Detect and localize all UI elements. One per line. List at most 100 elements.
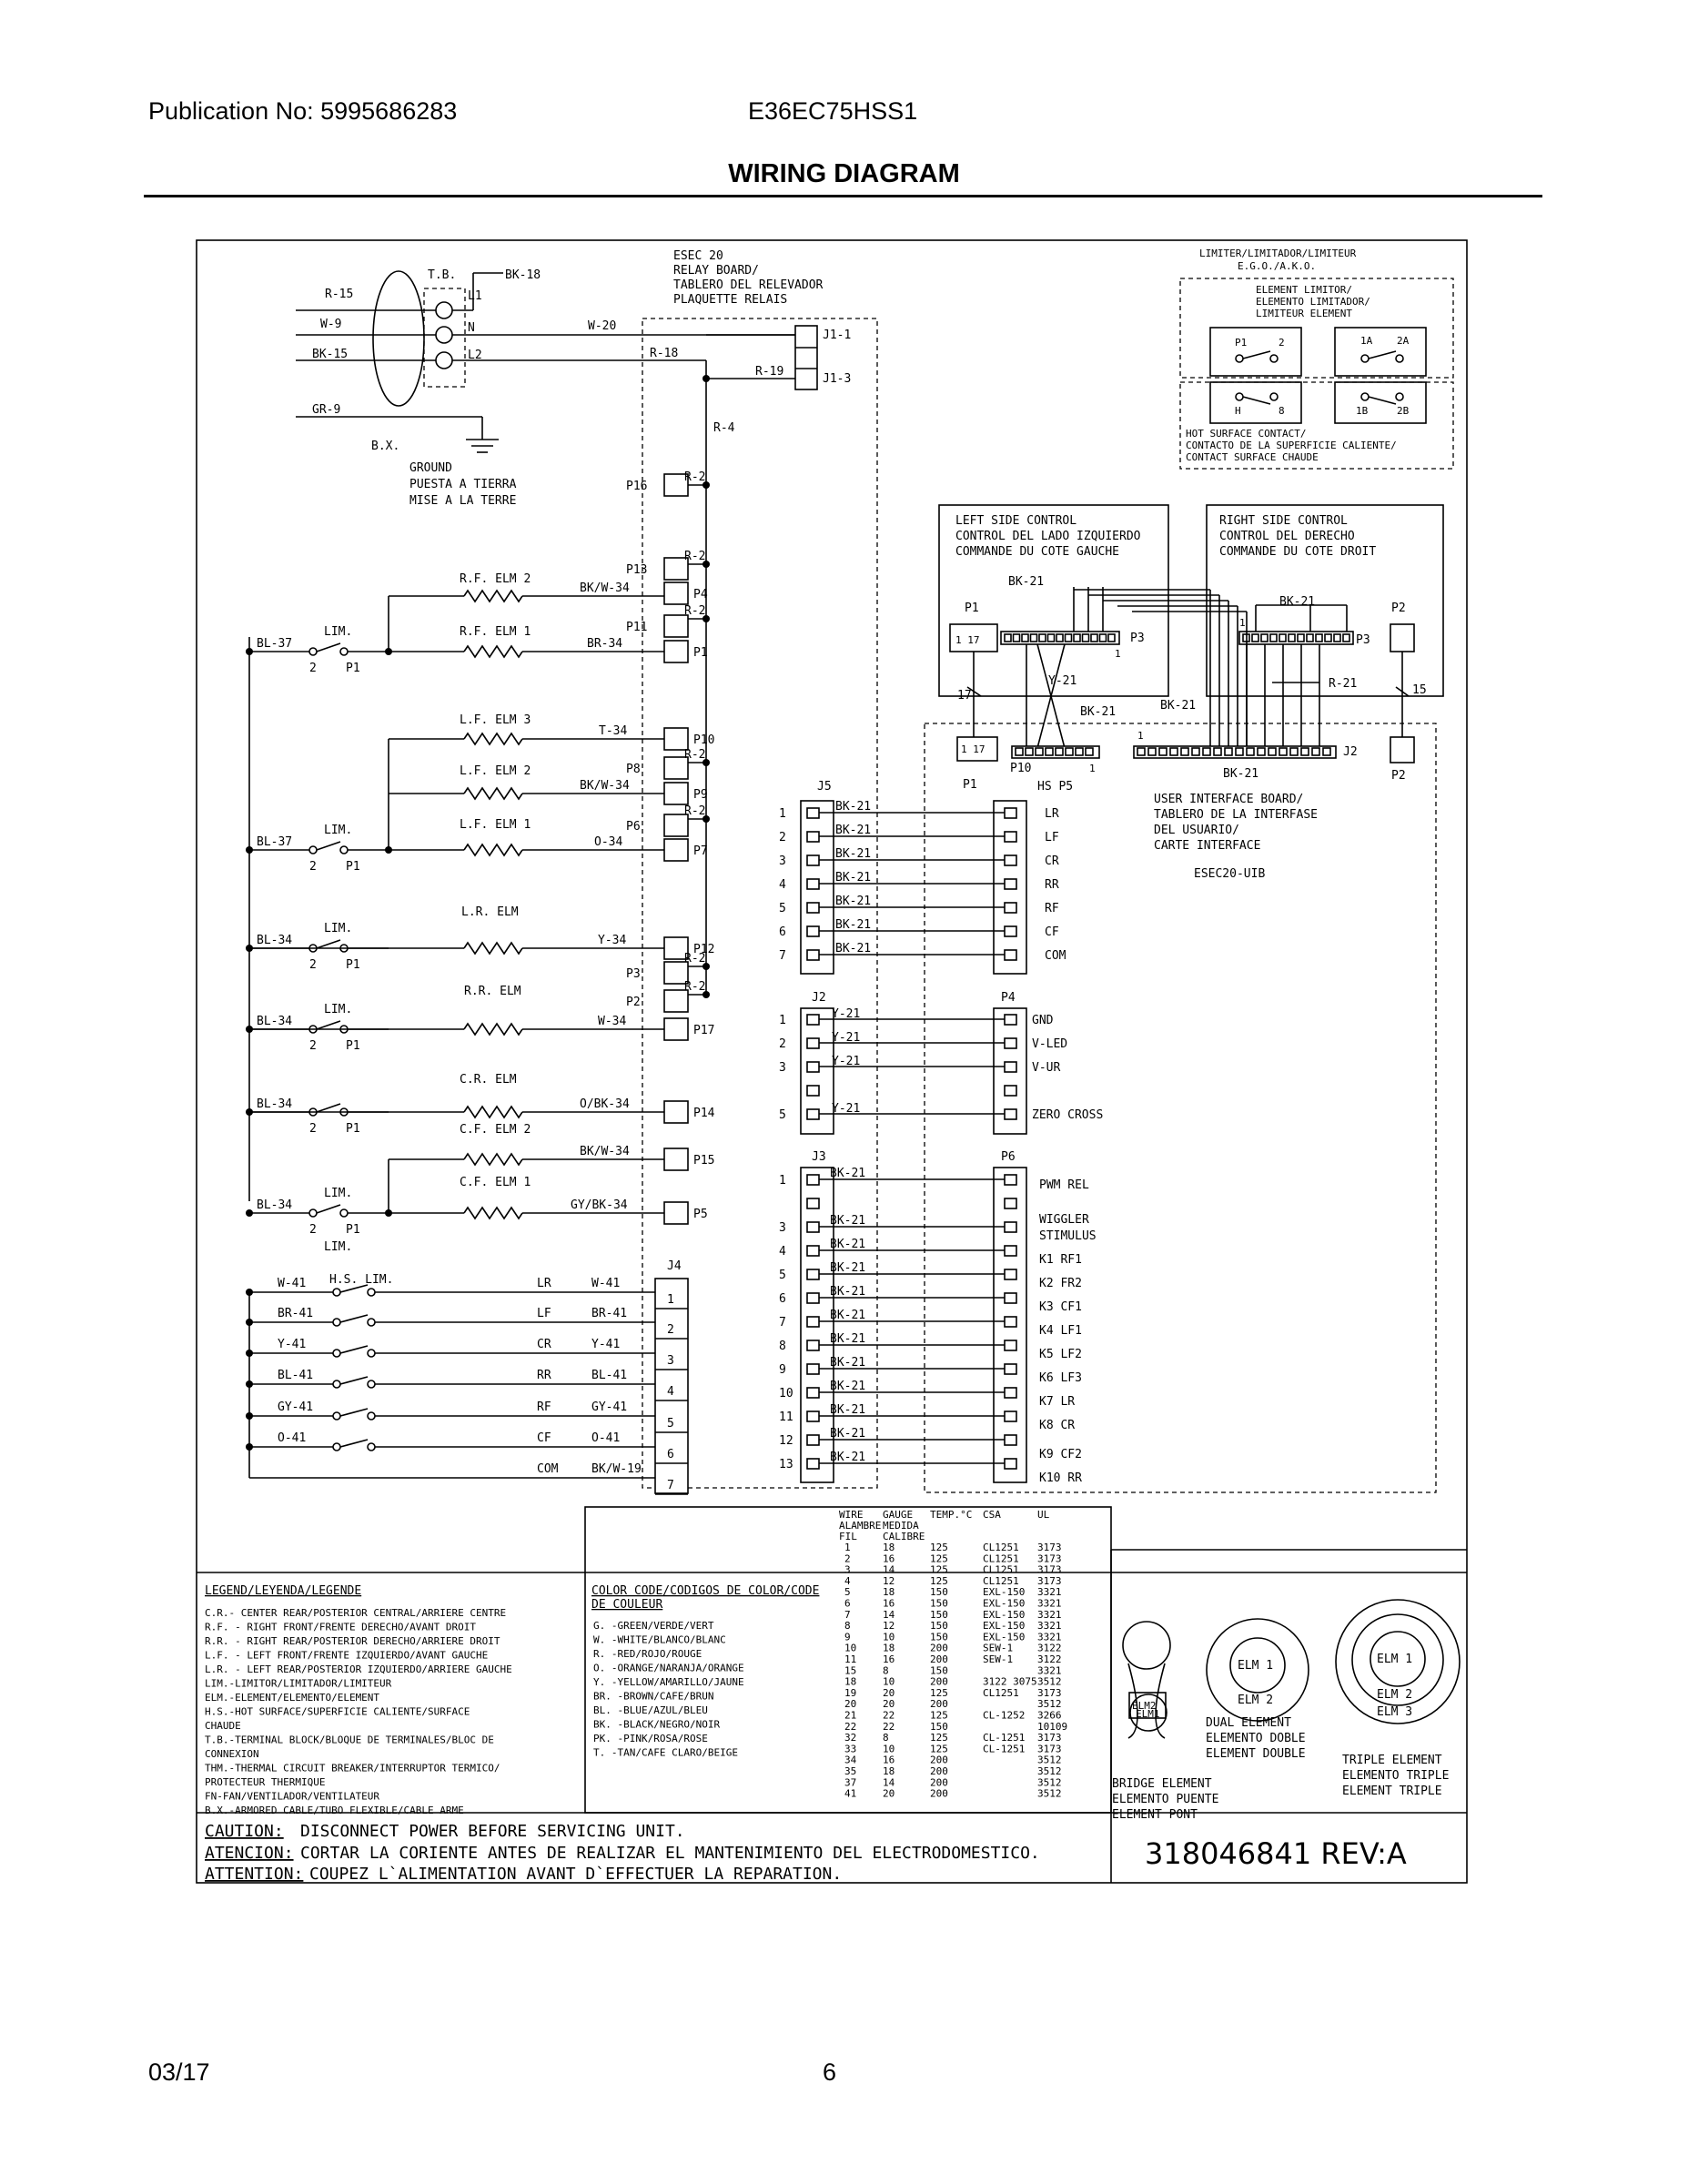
hs-wire-left: O-41 xyxy=(278,1431,306,1445)
svg-text:COMMANDE DU COTE GAUCHE: COMMANDE DU COTE GAUCHE xyxy=(955,545,1119,559)
wire-table-cell: 32 xyxy=(844,1732,856,1744)
element-label: L.F. ELM 3 xyxy=(460,713,531,727)
pin-box xyxy=(1004,902,1017,914)
wire-table-cell: 10 xyxy=(883,1676,895,1688)
wire-table-cell: 3512 xyxy=(1037,1788,1062,1800)
lim-pin-p1: P1 xyxy=(346,1223,360,1237)
pin-box xyxy=(1260,633,1269,642)
lim-label: LIM. xyxy=(324,1240,352,1254)
bk21-label: BK-21 xyxy=(830,1167,865,1180)
pin-box xyxy=(1004,1245,1017,1257)
hs-mid-label: RR xyxy=(537,1369,551,1382)
color-code-line: W. -WHITE/BLANCO/BLANC xyxy=(593,1634,726,1646)
pin-box xyxy=(1191,747,1200,756)
pin-box xyxy=(806,1292,820,1304)
wire-table-cell: CL1251 xyxy=(983,1575,1019,1587)
relay-pin-label: P7 xyxy=(693,844,708,858)
relay-pin-label: P11 xyxy=(626,621,647,634)
wire-table-header: ALAMBRE xyxy=(839,1520,881,1532)
color-code-line: PK. -PINK/ROSA/ROSE xyxy=(593,1733,708,1744)
pin-box xyxy=(1090,633,1098,642)
j4-pin: 5 xyxy=(667,1417,674,1431)
p5-label: COM xyxy=(1045,949,1066,963)
svg-text:2B: 2B xyxy=(1397,405,1410,417)
element-label: L.F. ELM 2 xyxy=(460,764,531,778)
relay-pin-label: P5 xyxy=(693,1208,708,1221)
wire-table-cell: 14 xyxy=(883,1609,895,1621)
wire-label: BK/W-34 xyxy=(580,779,630,793)
p5-label: CR xyxy=(1045,854,1059,868)
junction-dot xyxy=(702,815,710,823)
svg-text:ELEMENT LIMITOR/: ELEMENT LIMITOR/ xyxy=(1256,284,1352,296)
lim-pin-2: 2 xyxy=(309,1122,317,1136)
pin-box xyxy=(1073,633,1081,642)
svg-text:Y-21: Y-21 xyxy=(1048,674,1076,688)
wire-table-cell: 20 xyxy=(883,1698,895,1710)
wire-table-cell: 3 xyxy=(844,1564,851,1576)
pin-box xyxy=(1004,854,1017,866)
tb-label: T.B. xyxy=(428,268,456,282)
hs-wire-label: Y-41 xyxy=(591,1338,620,1351)
ground-3: MISE A LA TERRE xyxy=(409,494,516,508)
hs-wire-left: BL-41 xyxy=(278,1369,313,1382)
pin-box xyxy=(1322,747,1331,756)
left-side-control: LEFT SIDE CONTROL CONTROL DEL LADO IZQUI… xyxy=(938,504,1169,697)
p6-pin-label: K5 LF2 xyxy=(1039,1348,1082,1361)
wire-table-cell: 16 xyxy=(883,1754,895,1766)
svg-text:COLOR CODE/CODIGOS DE COLOR/CO: COLOR CODE/CODIGOS DE COLOR/CODE xyxy=(591,1584,819,1598)
pin-box xyxy=(1158,747,1167,756)
legend-line: C.R.- CENTER REAR/POSTERIOR CENTRAL/ARRI… xyxy=(205,1607,506,1619)
pin-box xyxy=(1055,747,1064,756)
wire-label: BK/W-34 xyxy=(580,1145,630,1158)
j4-pin: 3 xyxy=(667,1354,674,1368)
wire-table-cell: 12 xyxy=(883,1575,895,1587)
j5-pin-num: 6 xyxy=(779,925,786,939)
pin-box xyxy=(1279,747,1288,756)
relay-pin-label: P2 xyxy=(626,996,641,1009)
bx-label: B.X. xyxy=(371,440,399,453)
svg-text:ELM 1: ELM 1 xyxy=(1238,1659,1273,1673)
terminal-l1 xyxy=(435,301,453,319)
relay-pin-p9 xyxy=(663,782,689,805)
relay-pin-p2 xyxy=(663,989,689,1013)
hs-switch xyxy=(367,1380,376,1389)
wire-label: O-34 xyxy=(594,835,622,849)
wire-table-cell: 200 xyxy=(930,1776,948,1788)
svg-text:P3: P3 xyxy=(1356,633,1370,647)
hs-switch xyxy=(332,1288,341,1297)
wire-table-cell: 3512 xyxy=(1037,1676,1062,1688)
wire-r15: R-15 xyxy=(325,288,353,301)
wire-table-cell: 125 xyxy=(930,1732,948,1744)
svg-text:TABLERO DEL RELEVADOR: TABLERO DEL RELEVADOR xyxy=(673,278,824,292)
svg-text:15: 15 xyxy=(1412,683,1427,697)
pin-box xyxy=(1137,747,1146,756)
svg-text:ELM2: ELM2 xyxy=(1132,1700,1157,1712)
svg-text:ELEMENTO DOBLE: ELEMENTO DOBLE xyxy=(1206,1732,1306,1745)
pin-box xyxy=(1035,747,1044,756)
p6-pin-label: STIMULUS xyxy=(1039,1229,1097,1243)
footer-date: 03/17 xyxy=(148,2058,210,2086)
limiter-switch xyxy=(308,1208,318,1218)
svg-text:ELEMENTO PUENTE: ELEMENTO PUENTE xyxy=(1112,1793,1218,1806)
svg-text:1 17: 1 17 xyxy=(955,634,980,646)
bus-label: BL-34 xyxy=(257,1198,292,1212)
lim-pin-2: 2 xyxy=(309,1223,317,1237)
element-label: R.F. ELM 2 xyxy=(460,572,531,586)
svg-text:RIGHT SIDE CONTROL: RIGHT SIDE CONTROL xyxy=(1219,514,1348,528)
svg-text:2: 2 xyxy=(1279,337,1285,349)
wire-table-cell: EXL-150 xyxy=(983,1631,1025,1643)
pin-box xyxy=(1004,1410,1017,1422)
y21-label: Y-21 xyxy=(832,1031,860,1045)
hs-wire-left: W-41 xyxy=(278,1277,306,1290)
pin-box xyxy=(1251,633,1259,642)
wire-table-cell: 150 xyxy=(930,1631,948,1643)
p6-label: P6 xyxy=(1001,1150,1016,1164)
wire-table-cell: CL1251 xyxy=(983,1687,1019,1699)
pin-box xyxy=(1004,1292,1017,1304)
wire-bk15: BK-15 xyxy=(312,348,348,361)
wire-table-cell: 3173 xyxy=(1037,1564,1062,1576)
pin-box xyxy=(1107,633,1116,642)
pin-box xyxy=(806,1458,820,1470)
limiter-switch xyxy=(339,647,349,656)
